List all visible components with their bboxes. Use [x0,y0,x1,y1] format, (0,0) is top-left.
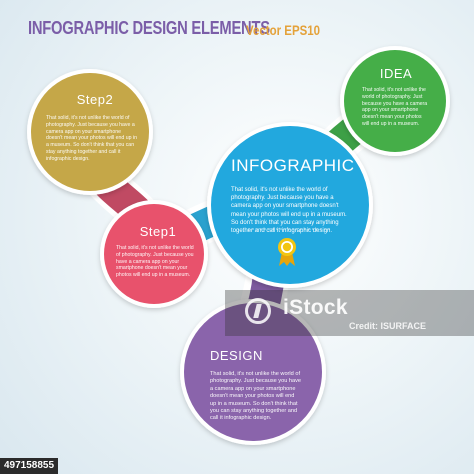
bubble-step2-content: Step2 That solid, it's not unlike the wo… [46,92,138,163]
bubble-step2-body: That solid, it's not unlike the world of… [46,115,137,162]
bubble-design-body: That solid, it's not unlike the world of… [210,371,302,422]
bubble-design [184,303,322,441]
bubble-infographic [211,126,369,284]
bubble-step1 [104,204,204,304]
bubble-step1-content: Step1 That solid, it's not unlike the wo… [116,224,194,279]
bubble-step2-heading: Step2 [76,92,114,107]
page-header: INFOGRAPHIC DESIGN ELEMENTS Vector EPS10 [28,18,323,39]
stock-watermark: iStock Credit: ISURFACE [225,290,474,336]
istock-logo-icon [245,298,271,324]
page-subtitle: Vector EPS10 [246,22,321,38]
bubble-step2 [31,73,149,191]
bubble-infographic-heading: INFOGRAPHIC [231,156,355,175]
bubble-idea-body: That solid, it's not unlike the world of… [362,87,428,127]
bubble-design-content: DESIGN That solid, it's not unlike the w… [210,348,302,423]
bubble-idea-heading: IDEA [379,66,413,81]
page-title: INFOGRAPHIC DESIGN ELEMENTS [28,18,270,38]
bubble-idea [344,50,446,152]
watermark-brand: iStock [283,296,348,319]
bubble-step1-heading: Step1 [139,224,177,239]
award-ribbon-icon [278,238,296,266]
bubble-infographic-body: That solid, it's not unlike the world of… [231,187,347,235]
image-id-label: 497158855 [0,458,58,474]
bubble-idea-content: IDEA That solid, it's not unlike the wor… [362,66,430,128]
bubble-step1-body: That solid, it's not unlike the world of… [116,245,194,279]
bubble-infographic-content: INFOGRAPHIC That solid, it's not unlike … [231,156,355,235]
bubble-design-heading: DESIGN [210,348,263,363]
watermark-credit: Credit: ISURFACE [349,321,427,331]
